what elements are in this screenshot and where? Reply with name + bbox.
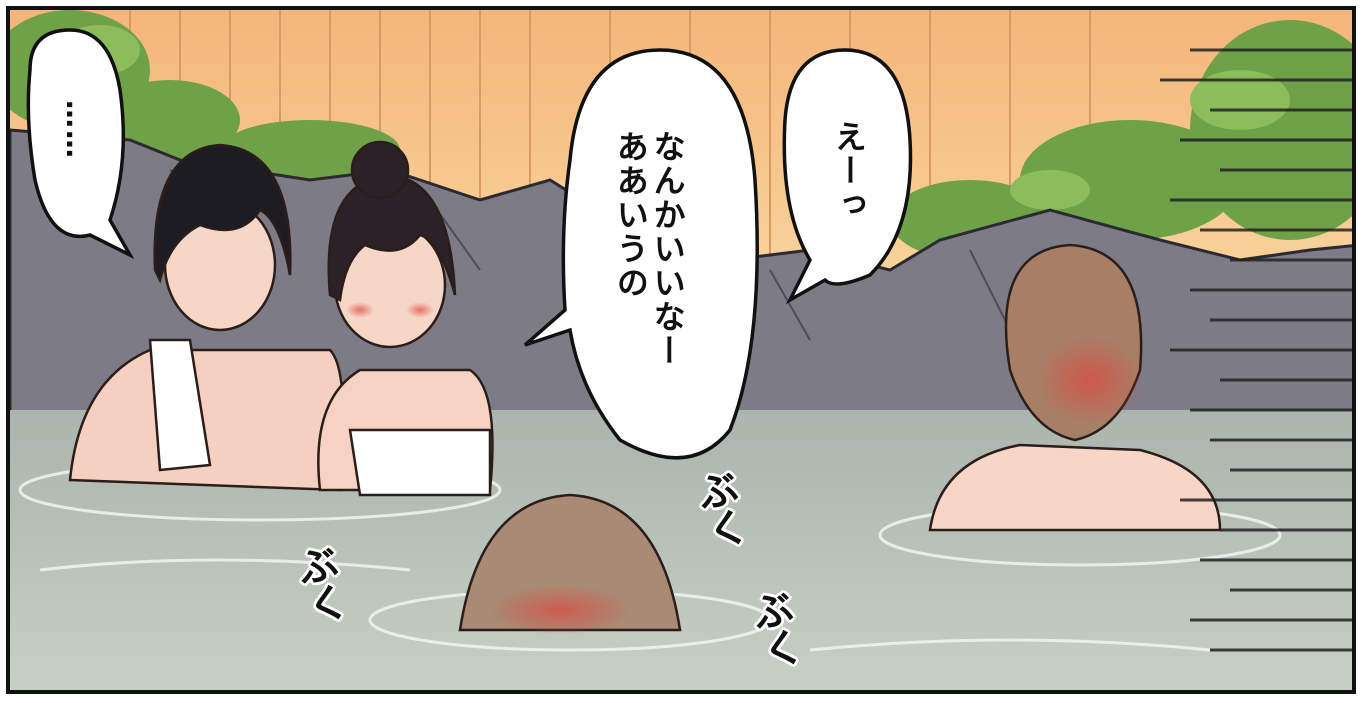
submerged-girl-head [458, 493, 682, 635]
ellipsis-bubble [26, 28, 135, 260]
speed-lines [1160, 48, 1352, 652]
manga-panel: …… なんかいいなー ああいうの えーっ ぶく ぶく ぶく [6, 6, 1356, 694]
ellipsis-text: …… [60, 100, 94, 160]
hot-spring-scene [10, 10, 1352, 690]
nanka-text: なんかいいなー ああいうの [611, 130, 687, 368]
ee-bubble [782, 48, 913, 305]
ee-text: えーっ [829, 120, 868, 222]
speech-bubbles [26, 28, 913, 460]
man-character [68, 143, 345, 492]
nanka-bubble [523, 48, 759, 460]
back-turned-girl [928, 243, 1222, 532]
woman-character [317, 140, 494, 497]
